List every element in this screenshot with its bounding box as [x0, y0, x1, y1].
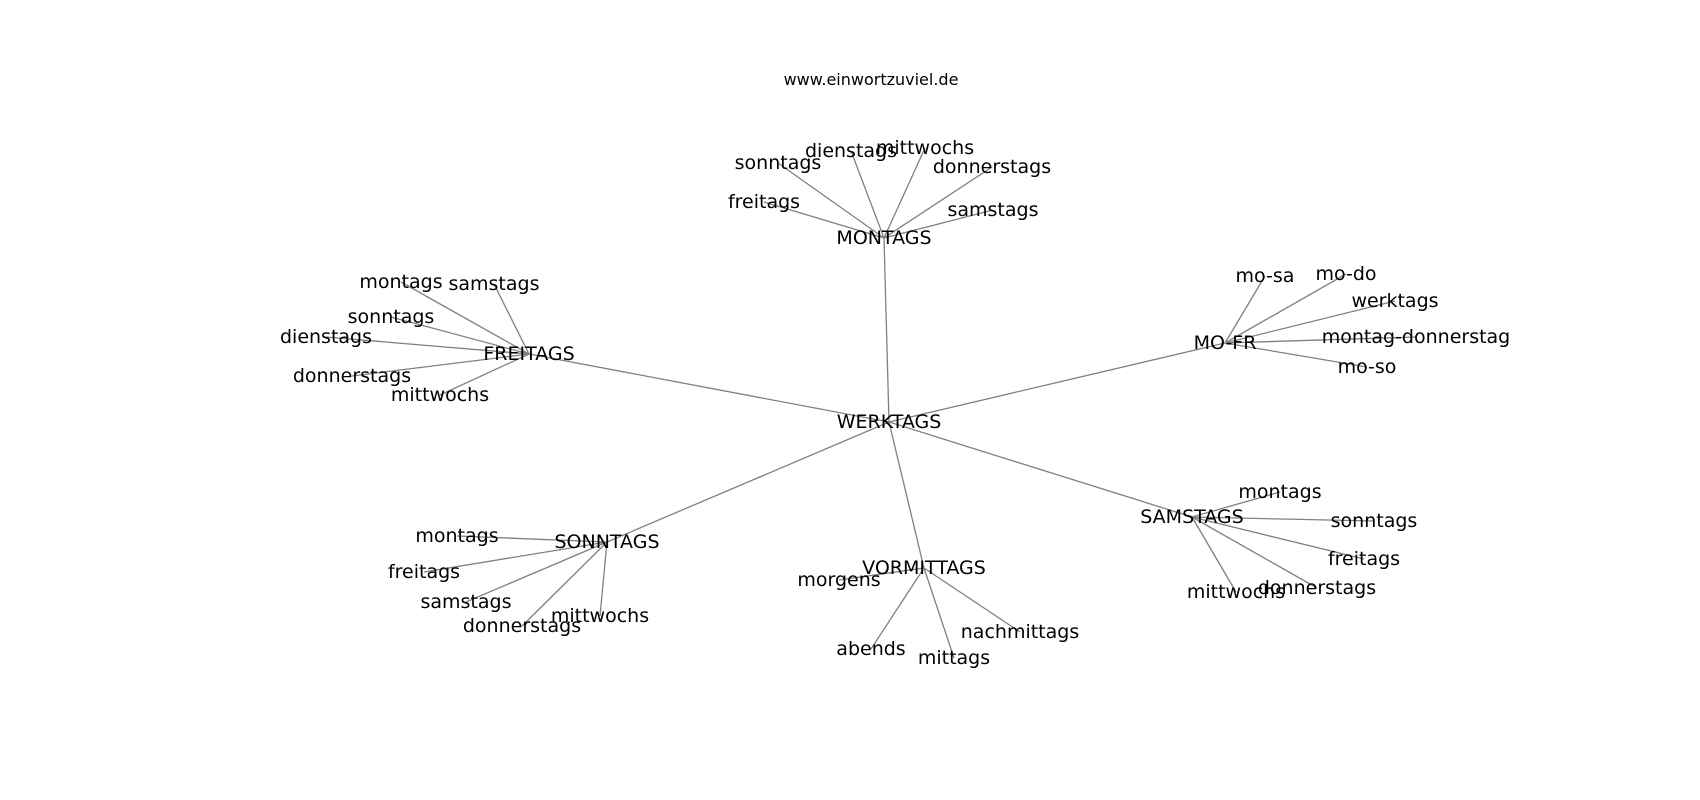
- cluster-node-montags: MONTAGS: [836, 227, 931, 249]
- leaf-node-mo-fr-mo-sa: mo-sa: [1236, 265, 1295, 287]
- edge-freitags-donnerstags: [351, 353, 530, 377]
- leaf-node-samstags-sonntags: sonntags: [1331, 510, 1418, 532]
- edge-freitags-sonntags: [390, 316, 530, 355]
- edge-mo-fr-mo-so: [1224, 342, 1368, 368]
- edges: [325, 147, 1417, 659]
- edge-montags-samstags: [883, 209, 994, 239]
- edge-mo-fr-mo-do: [1224, 273, 1347, 344]
- leaf-node-vormittags-mittags: mittags: [918, 647, 990, 669]
- leaf-node-mo-fr-werktags: werktags: [1351, 290, 1438, 312]
- center-node-label: WERKTAGS: [837, 411, 942, 433]
- leaf-node-vormittags-abends: abends: [836, 638, 905, 660]
- cluster-node-mo-fr: MO-FR: [1194, 332, 1257, 354]
- edge-montags-sonntags: [777, 162, 885, 239]
- edge-samstags-sonntags: [1191, 516, 1375, 522]
- leaf-node-sonntags-samstags: samstags: [420, 591, 511, 613]
- leaf-node-sonntags-donnerstags: donnerstags: [463, 615, 581, 637]
- leaf-node-freitags-samstags: samstags: [448, 273, 539, 295]
- leaf-node-freitags-montags: montags: [359, 271, 442, 293]
- node-labels: WERKTAGSMONTAGSsonntagsdienstagsmittwoch…: [280, 137, 1510, 669]
- leaf-node-freitags-sonntags: sonntags: [348, 306, 435, 328]
- cluster-node-samstags: SAMSTAGS: [1140, 506, 1243, 528]
- edge-samstags-freitags: [1191, 516, 1365, 560]
- leaf-node-vormittags-nachmittags: nachmittags: [961, 621, 1079, 643]
- leaf-node-freitags-dienstags: dienstags: [280, 326, 372, 348]
- edge-werktags-samstags: [888, 421, 1193, 518]
- leaf-node-montags-donnerstags: donnerstags: [933, 156, 1051, 178]
- leaf-node-mo-fr-montag-donnerstag: montag-donnerstag: [1322, 326, 1511, 348]
- edge-werktags-freitags: [528, 353, 890, 423]
- edge-sonntags-montags: [456, 535, 608, 543]
- edge-freitags-mittwochs: [439, 353, 530, 396]
- leaf-node-montags-freitags: freitags: [728, 191, 800, 213]
- edge-samstags-mittwochs: [1191, 516, 1237, 593]
- edge-werktags-vormittags: [888, 421, 925, 569]
- leaf-node-montags-mittwochs: mittwochs: [876, 137, 974, 159]
- edge-montags-donnerstags: [883, 166, 993, 239]
- edge-sonntags-mittwochs: [599, 541, 608, 617]
- edge-samstags-donnerstags: [1191, 516, 1318, 589]
- edge-montags-freitags: [763, 201, 885, 239]
- leaf-node-samstags-mittwochs: mittwochs: [1187, 581, 1285, 603]
- edge-freitags-dienstags: [325, 336, 530, 355]
- cluster-node-vormittags: VORMITTAGS: [862, 557, 986, 579]
- source-url: www.einwortzuviel.de: [783, 70, 959, 89]
- leaf-node-montags-dienstags: dienstags: [805, 140, 897, 162]
- leaf-node-montags-sonntags: sonntags: [735, 152, 822, 174]
- edge-sonntags-freitags: [423, 541, 608, 573]
- leaf-node-mo-fr-mo-so: mo-so: [1338, 356, 1397, 378]
- edge-vormittags-mittags: [923, 567, 955, 659]
- edge-sonntags-samstags: [465, 541, 608, 603]
- edge-montags-mittwochs: [883, 147, 926, 239]
- edge-vormittags-morgens: [838, 567, 925, 581]
- leaf-node-sonntags-freitags: freitags: [388, 561, 460, 583]
- edge-montags-dienstags: [850, 150, 885, 239]
- leaf-node-samstags-freitags: freitags: [1328, 548, 1400, 570]
- leaf-node-freitags-mittwochs: mittwochs: [391, 384, 489, 406]
- leaf-node-mo-fr-mo-do: mo-do: [1315, 263, 1376, 285]
- edge-mo-fr-mo-sa: [1224, 275, 1266, 344]
- leaf-node-montags-samstags: samstags: [947, 199, 1038, 221]
- edge-freitags-montags: [400, 281, 530, 355]
- edge-werktags-mo-fr: [888, 342, 1226, 423]
- leaf-node-samstags-montags: montags: [1238, 481, 1321, 503]
- cluster-node-sonntags: SONNTAGS: [554, 531, 659, 553]
- edge-mo-fr-montag-donnerstag: [1224, 336, 1417, 344]
- edge-mo-fr-werktags: [1224, 300, 1396, 344]
- edge-werktags-montags: [883, 237, 890, 423]
- edge-vormittags-abends: [870, 567, 925, 650]
- edge-sonntags-donnerstags: [521, 541, 608, 627]
- leaf-node-samstags-donnerstags: donnerstags: [1258, 577, 1376, 599]
- leaf-node-sonntags-mittwochs: mittwochs: [551, 605, 649, 627]
- leaf-node-freitags-donnerstags: donnerstags: [293, 365, 411, 387]
- edge-werktags-sonntags: [606, 421, 890, 543]
- edge-samstags-montags: [1191, 491, 1281, 518]
- cluster-node-freitags: FREITAGS: [483, 343, 574, 365]
- edge-vormittags-nachmittags: [923, 567, 1021, 633]
- leaf-node-vormittags-morgens: morgens: [797, 569, 880, 591]
- edge-freitags-samstags: [493, 283, 530, 355]
- leaf-node-sonntags-montags: montags: [415, 525, 498, 547]
